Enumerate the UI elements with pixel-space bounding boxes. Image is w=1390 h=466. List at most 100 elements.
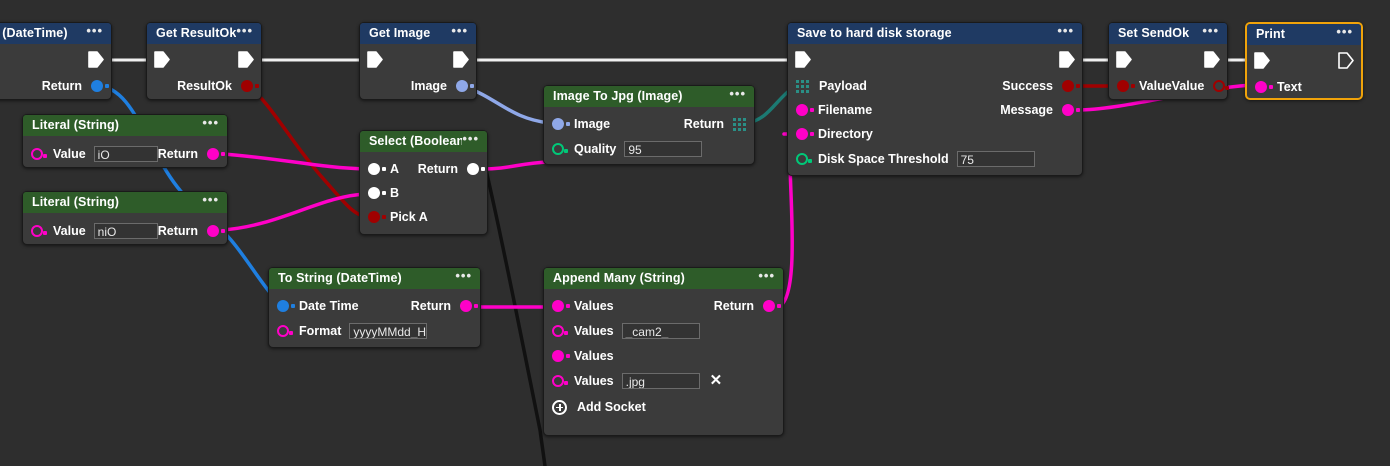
node-header[interactable]: To String (DateTime)•••: [269, 268, 480, 289]
grid-port-icon[interactable]: [796, 79, 809, 93]
port-magenta-hollow[interactable]: [277, 325, 293, 337]
port-dred-filled[interactable]: [241, 80, 259, 92]
port-magenta-filled[interactable]: [207, 225, 225, 237]
socket-label: Image: [410, 79, 447, 93]
port-magenta-filled[interactable]: [207, 148, 225, 160]
node-get-image[interactable]: Get Image ••• Image: [359, 22, 477, 100]
exec-in-icon[interactable]: [795, 51, 811, 68]
exec-out-icon[interactable]: [238, 51, 254, 68]
value-input[interactable]: _cam2_: [621, 323, 700, 339]
node-menu-icon[interactable]: •••: [86, 23, 103, 38]
port-magenta-hollow[interactable]: [552, 325, 568, 337]
port-magenta-filled[interactable]: [1255, 81, 1273, 93]
port-magenta-hollow[interactable]: [552, 375, 568, 387]
node-get-resultok[interactable]: Get ResultOk••• ResultOk: [146, 22, 262, 100]
exec-in-icon[interactable]: [1116, 51, 1132, 68]
node-header[interactable]: Get ResultOk•••: [147, 23, 261, 44]
node-title: Get Image: [369, 26, 431, 40]
value-input[interactable]: 95: [624, 141, 703, 157]
node-menu-icon[interactable]: •••: [202, 115, 219, 130]
port-blue-filled[interactable]: [277, 300, 295, 312]
port-magenta-filled[interactable]: [552, 300, 570, 312]
value-input[interactable]: 75: [956, 151, 1035, 167]
port-green-hollow[interactable]: [552, 143, 568, 155]
socket-row: Pick A: [360, 205, 487, 229]
exec-in-icon[interactable]: [367, 51, 383, 68]
port-dred-filled[interactable]: [1117, 80, 1135, 92]
value-input[interactable]: niO: [93, 223, 158, 239]
port-magenta-hollow[interactable]: [31, 148, 47, 160]
node-header[interactable]: Image To Jpg (Image) •••: [544, 86, 754, 107]
port-magenta-filled[interactable]: [796, 128, 814, 140]
node-print[interactable]: Print•••Text: [1245, 22, 1363, 100]
node-header[interactable]: Select (Boolean)•••: [360, 131, 487, 152]
node-header[interactable]: Append Many (String)•••: [544, 268, 783, 289]
port-dred-filled[interactable]: [368, 211, 386, 223]
value-input[interactable]: .jpg: [621, 373, 700, 389]
port-magenta-filled[interactable]: [460, 300, 478, 312]
exec-out-icon[interactable]: [453, 51, 469, 68]
remove-socket-button[interactable]: ✕: [709, 372, 723, 389]
port-lblue-filled[interactable]: [456, 80, 474, 92]
node-menu-icon[interactable]: •••: [202, 192, 219, 207]
port-magenta-filled[interactable]: [1062, 104, 1080, 116]
node-menu-icon[interactable]: •••: [1202, 23, 1219, 38]
port-blue-filled[interactable]: [91, 80, 109, 92]
node-title: Image To Jpg (Image): [553, 89, 683, 103]
node-menu-icon[interactable]: •••: [1057, 23, 1074, 38]
grid-port-icon[interactable]: [733, 117, 746, 131]
node-menu-icon[interactable]: •••: [451, 23, 468, 38]
node-header[interactable]: Set SendOk•••: [1109, 23, 1227, 44]
port-magenta-filled[interactable]: [763, 300, 781, 312]
node-menu-icon[interactable]: •••: [462, 131, 479, 146]
port-green-hollow[interactable]: [796, 153, 812, 165]
port-dred-hollow[interactable]: [1213, 80, 1230, 92]
node-menu-icon[interactable]: •••: [758, 268, 775, 283]
value-input[interactable]: iO: [93, 146, 158, 162]
exec-out-icon[interactable]: [1204, 51, 1220, 68]
socket-label: ResultOk: [177, 79, 232, 93]
node-header[interactable]: Save to hard disk storage•••: [788, 23, 1082, 44]
port-dred-filled[interactable]: [1062, 80, 1080, 92]
exec-out-icon[interactable]: [1059, 51, 1075, 68]
exec-in-icon[interactable]: [154, 51, 170, 68]
port-magenta-filled[interactable]: [796, 104, 814, 116]
node-header[interactable]: Get Image •••: [360, 23, 476, 44]
node-header[interactable]: Now (DateTime)•••: [0, 23, 111, 44]
node-header[interactable]: Literal (String)•••: [23, 192, 227, 213]
exec-out-icon[interactable]: [1338, 52, 1354, 69]
port-magenta-filled[interactable]: [552, 350, 570, 362]
node-header[interactable]: Literal (String)•••: [23, 115, 227, 136]
node-menu-icon[interactable]: •••: [455, 268, 472, 283]
port-white-filled[interactable]: [368, 187, 386, 199]
node-now-datetime[interactable]: Now (DateTime)•••Return: [0, 22, 112, 100]
node-body: Text: [1247, 45, 1361, 99]
port-white-filled[interactable]: [467, 163, 485, 175]
exec-out-icon[interactable]: [88, 51, 104, 68]
node-header[interactable]: Print•••: [1247, 24, 1361, 45]
node-menu-icon[interactable]: •••: [729, 86, 746, 101]
port-white-filled[interactable]: [368, 163, 386, 175]
value-input[interactable]: yyyyMMdd_HH: [349, 323, 428, 339]
port-lblue-filled[interactable]: [552, 118, 570, 130]
socket-label: Image: [574, 117, 611, 131]
add-socket-button[interactable]: Add Socket: [544, 394, 783, 420]
node-menu-icon[interactable]: •••: [1336, 24, 1353, 39]
port-magenta-hollow[interactable]: [31, 225, 47, 237]
exec-in-icon[interactable]: [1254, 52, 1270, 69]
node-menu-icon[interactable]: •••: [236, 23, 253, 38]
